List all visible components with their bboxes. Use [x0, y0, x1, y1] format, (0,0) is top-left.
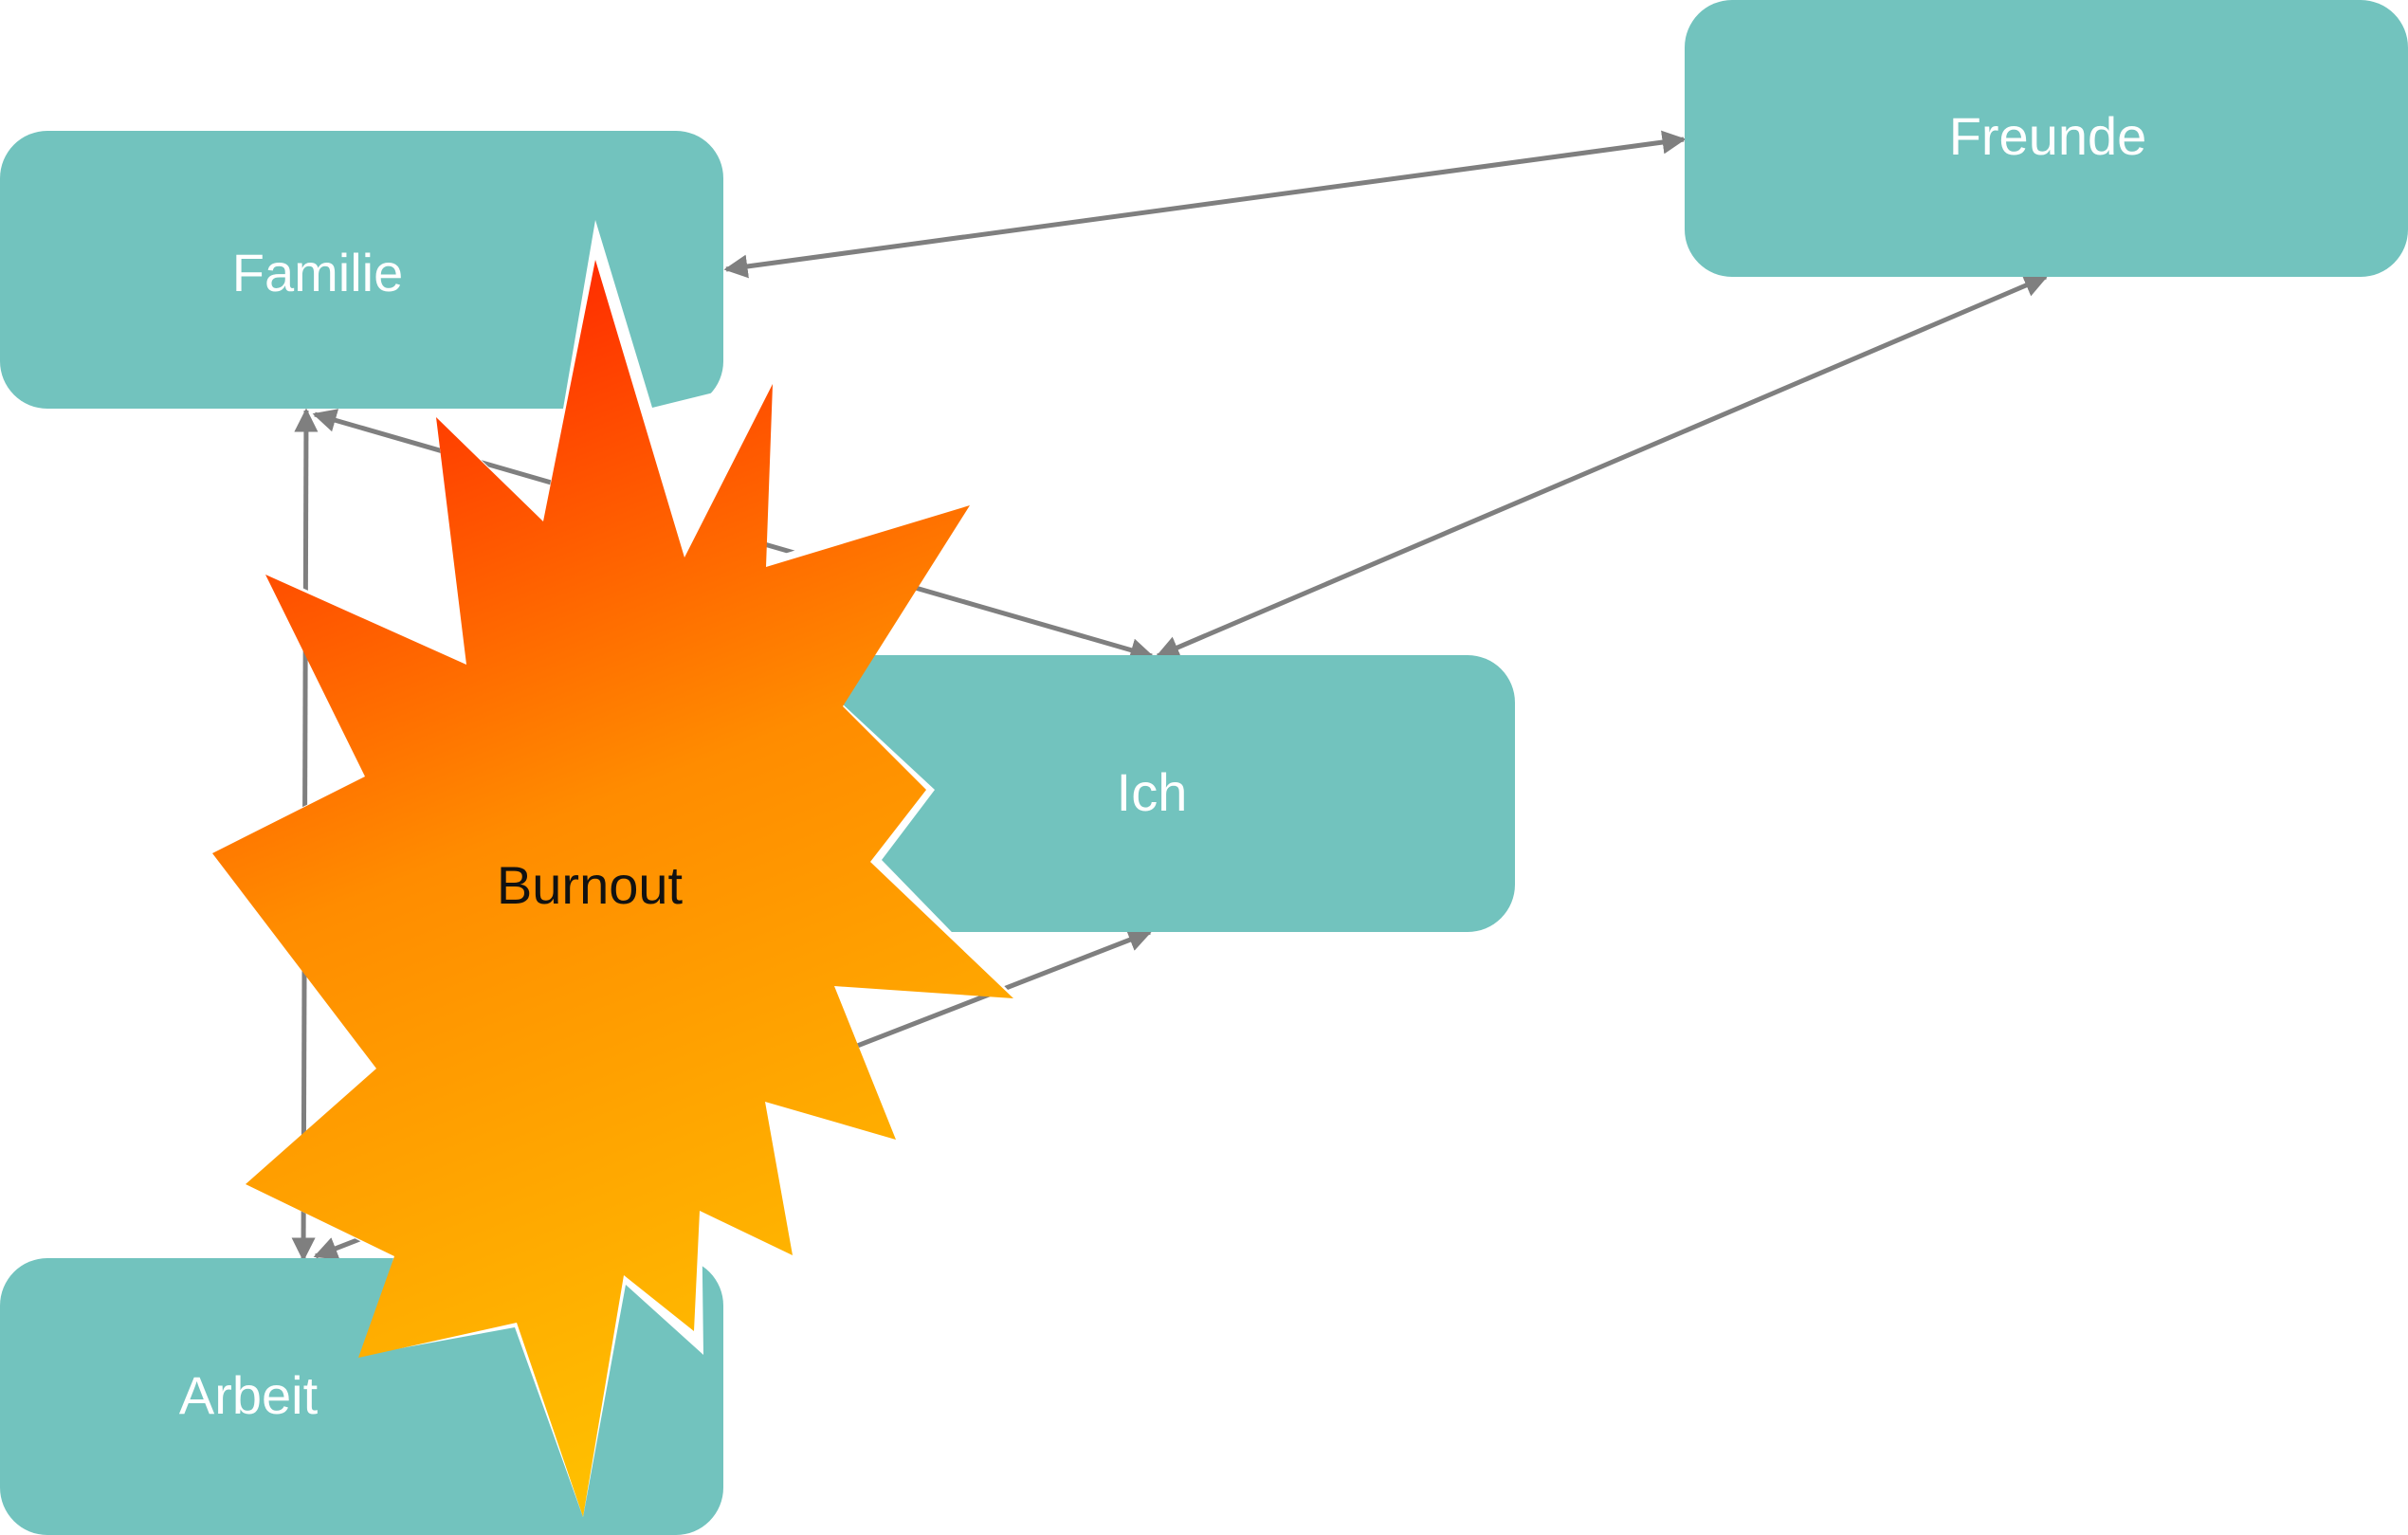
burst-label: Burnout	[497, 855, 684, 915]
node-familie-label: Familie	[232, 243, 403, 302]
burnout-burst[interactable]: Burnout	[211, 220, 1013, 1517]
node-arbeit-label: Arbeit	[179, 1365, 319, 1425]
node-ich-label: Ich	[1117, 762, 1188, 822]
connector-familie-freunde	[723, 130, 1687, 279]
node-familie[interactable]: Familie	[0, 131, 723, 409]
node-ich[interactable]: Ich	[790, 655, 1515, 932]
node-freunde-label: Freunde	[1949, 106, 2147, 166]
node-ich-box	[790, 655, 1515, 932]
connector-freunde-ich	[1155, 274, 2049, 659]
node-freunde[interactable]: Freunde	[1685, 0, 2408, 277]
burst-shape	[212, 260, 1013, 1517]
node-freunde-box	[1685, 0, 2408, 277]
node-familie-box	[0, 131, 723, 409]
